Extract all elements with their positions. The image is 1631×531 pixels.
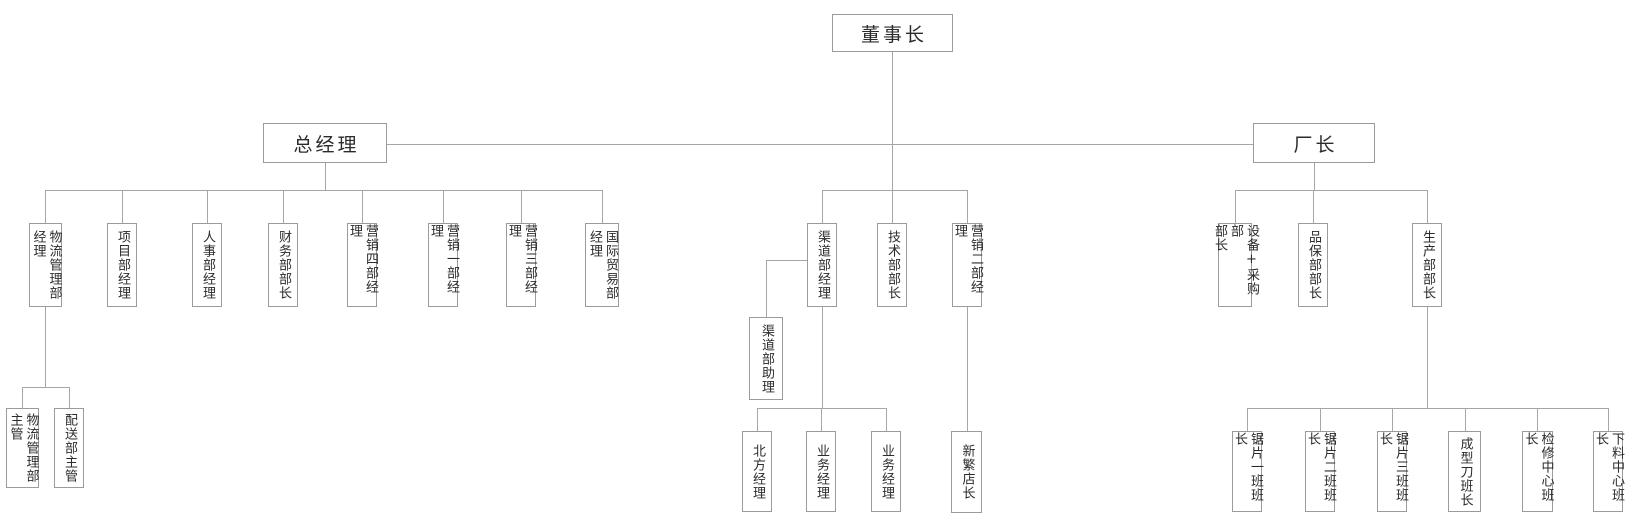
org-node-finance-dept-director[interactable]: 财务部部长 bbox=[268, 223, 298, 307]
org-node-label: 营销三部经理 bbox=[506, 224, 537, 294]
org-node-label: 品保部部长 bbox=[1306, 230, 1321, 300]
org-node-label: 渠道部经理 bbox=[815, 230, 830, 300]
org-node-label: 业务经理 bbox=[879, 443, 894, 500]
org-node-maintenance-center-leader[interactable]: 检修中心班长 bbox=[1522, 431, 1554, 512]
org-node-label: 人事部经理 bbox=[200, 230, 215, 300]
org-node-label: 锯片二班班长 bbox=[1305, 432, 1336, 502]
org-node-qa-dept-director[interactable]: 品保部部长 bbox=[1298, 223, 1328, 307]
connector-line bbox=[1314, 163, 1315, 190]
org-node-tech-dept-director[interactable]: 技术部部长 bbox=[877, 223, 907, 307]
org-node-label: 北方经理 bbox=[750, 443, 765, 500]
org-node-label: 渠道部助理 bbox=[759, 323, 774, 394]
org-node-marketing-dept4-manager[interactable]: 营销四部经理 bbox=[347, 223, 378, 307]
connector-line bbox=[967, 190, 968, 223]
connector-line bbox=[822, 190, 823, 223]
org-node-label: 项目部经理 bbox=[115, 230, 130, 300]
org-node-production-dept-director[interactable]: 生产部部长 bbox=[1412, 223, 1442, 307]
org-node-business-manager-1[interactable]: 业务经理 bbox=[806, 431, 836, 512]
connector-line bbox=[1247, 408, 1248, 431]
connector-line bbox=[283, 190, 284, 223]
org-node-project-dept-manager[interactable]: 项目部经理 bbox=[107, 223, 137, 307]
org-node-logistics-mgmt-manager[interactable]: 物流管理部 经理 bbox=[29, 223, 62, 307]
org-node-label: 配送部主管 bbox=[62, 413, 77, 483]
org-node-label: 成型刀班长 bbox=[1457, 436, 1473, 507]
org-node-label: 营销一部经理 bbox=[428, 224, 459, 294]
org-node-label: 锯片三班班长 bbox=[1377, 432, 1408, 502]
org-node-distribution-supervisor[interactable]: 配送部主管 bbox=[54, 408, 84, 488]
connector-line bbox=[1313, 190, 1314, 223]
connector-line bbox=[443, 190, 444, 223]
org-node-label: 营销四部经理 bbox=[347, 224, 378, 294]
connector-line bbox=[362, 190, 363, 223]
connector-line bbox=[602, 190, 603, 223]
connector-line bbox=[1235, 190, 1236, 223]
org-node-sawblade-team3-leader[interactable]: 锯片三班班长 bbox=[1377, 431, 1408, 512]
org-node-label: 营销二部经理 bbox=[952, 224, 983, 294]
connector-line bbox=[22, 387, 23, 408]
connector-line bbox=[1465, 408, 1466, 431]
connector-line bbox=[1247, 408, 1608, 409]
connector-line bbox=[1235, 190, 1427, 191]
org-node-channel-dept-manager[interactable]: 渠道部经理 bbox=[807, 223, 837, 307]
org-node-marketing-dept3-manager[interactable]: 营销三部经理 bbox=[506, 223, 537, 307]
org-node-label: 技术部部长 bbox=[885, 230, 900, 300]
connector-line bbox=[1427, 307, 1428, 408]
connector-line bbox=[822, 190, 967, 191]
org-node-label: 新繁店长 bbox=[959, 444, 975, 500]
org-node-label: 总经理 bbox=[293, 133, 360, 156]
connector-line bbox=[325, 163, 326, 190]
connector-line bbox=[45, 190, 46, 223]
connector-line bbox=[892, 52, 893, 223]
connector-line bbox=[766, 260, 767, 317]
org-node-label: 设备+采购部 部长 bbox=[1212, 224, 1259, 296]
org-node-label: 物流管理部 主管 bbox=[7, 413, 39, 483]
org-node-label: 财务部部长 bbox=[276, 230, 291, 300]
connector-line bbox=[207, 190, 208, 223]
org-node-label: 国际贸易部 经理 bbox=[587, 230, 618, 300]
org-node-sawblade-team2-leader[interactable]: 锯片二班班长 bbox=[1305, 431, 1336, 512]
org-node-label: 厂长 bbox=[1293, 133, 1338, 156]
org-node-xinfan-store-manager[interactable]: 新繁店长 bbox=[951, 431, 982, 513]
org-node-label: 物流管理部 经理 bbox=[30, 230, 62, 300]
org-node-general-manager[interactable]: 总经理 bbox=[263, 123, 387, 163]
connector-line bbox=[521, 190, 522, 223]
org-node-label: 业务经理 bbox=[814, 443, 829, 500]
org-node-cutting-center-leader[interactable]: 下料中心班长 bbox=[1593, 431, 1624, 512]
org-node-channel-dept-assistant[interactable]: 渠道部助理 bbox=[749, 317, 783, 400]
connector-line bbox=[821, 408, 822, 431]
org-node-chairman[interactable]: 董事长 bbox=[832, 14, 953, 52]
org-node-forming-knife-leader[interactable]: 成型刀班长 bbox=[1448, 431, 1481, 512]
connector-line bbox=[1537, 408, 1538, 431]
connector-line bbox=[886, 408, 887, 431]
connector-line bbox=[757, 408, 758, 431]
connector-line bbox=[967, 307, 968, 431]
org-node-marketing-dept2-manager[interactable]: 营销二部经理 bbox=[952, 223, 983, 307]
org-node-label: 下料中心班长 bbox=[1593, 432, 1624, 502]
connector-line bbox=[45, 190, 602, 191]
connector-line bbox=[22, 387, 69, 388]
connector-line bbox=[1427, 190, 1428, 223]
org-node-label: 生产部部长 bbox=[1420, 230, 1435, 300]
connector-line bbox=[69, 387, 70, 408]
org-node-logistics-mgmt-supervisor[interactable]: 物流管理部 主管 bbox=[6, 408, 39, 488]
org-node-sawblade-team1-leader[interactable]: 锯片一班班长 bbox=[1232, 431, 1263, 512]
connector-line bbox=[1392, 408, 1393, 431]
org-node-marketing-dept1-manager[interactable]: 营销一部经理 bbox=[428, 223, 459, 307]
connector-line bbox=[1608, 408, 1609, 431]
org-node-intl-trade-dept-manager[interactable]: 国际贸易部 经理 bbox=[585, 223, 619, 307]
org-node-hr-dept-manager[interactable]: 人事部经理 bbox=[192, 223, 222, 307]
org-node-business-manager-2[interactable]: 业务经理 bbox=[871, 431, 901, 512]
connector-line bbox=[45, 307, 46, 387]
connector-line bbox=[1320, 408, 1321, 431]
connector-line bbox=[822, 307, 823, 408]
org-node-equipment-purchasing-director[interactable]: 设备+采购部 部长 bbox=[1212, 223, 1259, 307]
org-node-north-manager[interactable]: 北方经理 bbox=[742, 431, 772, 512]
connector-line bbox=[387, 144, 1253, 145]
org-node-factory-director[interactable]: 厂长 bbox=[1253, 123, 1375, 163]
org-node-label: 检修中心班长 bbox=[1522, 432, 1554, 502]
connector-line bbox=[766, 260, 807, 261]
org-node-label: 董事长 bbox=[860, 23, 927, 46]
connector-line bbox=[122, 190, 123, 223]
org-node-label: 锯片一班班长 bbox=[1232, 432, 1263, 502]
